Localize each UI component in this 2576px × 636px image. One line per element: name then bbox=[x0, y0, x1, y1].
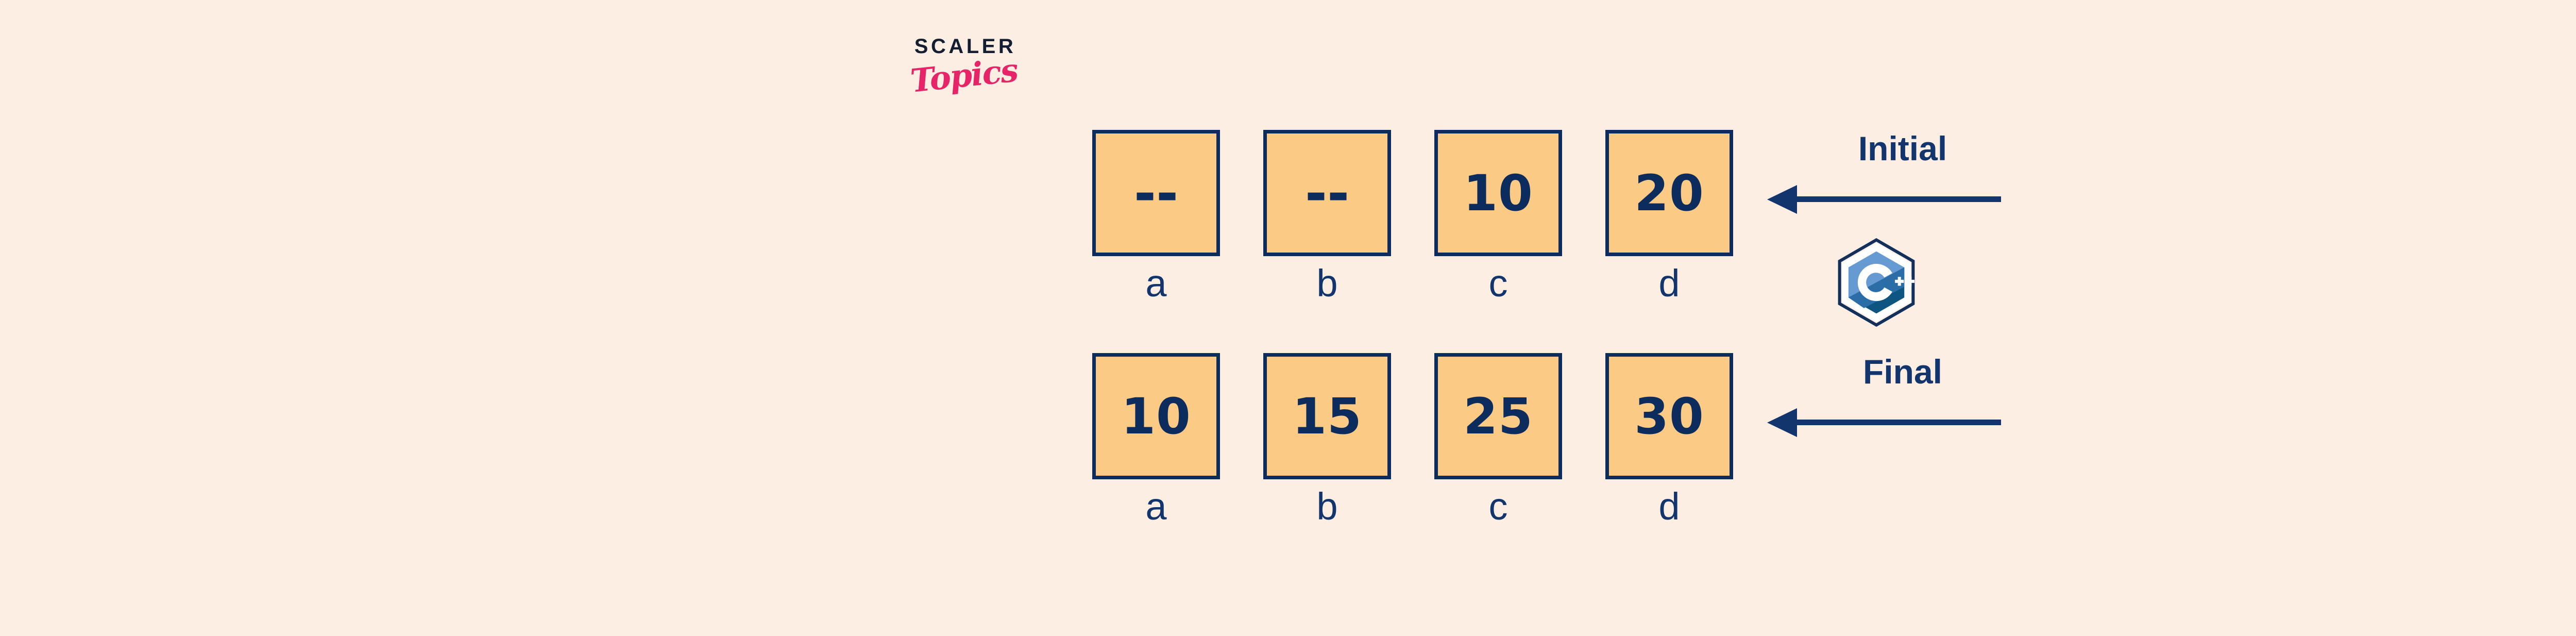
left-arrow-icon bbox=[1767, 185, 2001, 214]
variable-label-b-initial: b bbox=[1316, 262, 1338, 305]
variable-box-b-initial: -- bbox=[1263, 130, 1391, 256]
cpp-hexagon-icon bbox=[1838, 238, 1915, 327]
variable-label-c-final: c bbox=[1488, 485, 1508, 528]
variable-box-d-initial: 20 bbox=[1605, 130, 1733, 256]
annotation-label-final: Final bbox=[1862, 353, 1942, 391]
scaler-topics-logo: SCALER Topics bbox=[892, 36, 1036, 134]
variable-cell-c-final: 25 c bbox=[1434, 353, 1562, 526]
left-arrow-icon bbox=[1767, 408, 2001, 437]
variable-cell-b-initial: -- b bbox=[1263, 130, 1391, 303]
variable-label-c-initial: c bbox=[1488, 262, 1508, 305]
variable-label-a-final: a bbox=[1145, 485, 1167, 528]
variable-box-a-initial: -- bbox=[1092, 130, 1220, 256]
variable-label-d-initial: d bbox=[1658, 262, 1680, 305]
variable-cell-c-initial: 10 c bbox=[1434, 130, 1562, 303]
annotation-initial: Initial bbox=[1766, 129, 2003, 214]
brand-wordmark-topics: Topics bbox=[908, 51, 1020, 100]
variable-label-d-final: d bbox=[1658, 485, 1680, 528]
variable-box-a-final: 10 bbox=[1092, 353, 1220, 479]
annotation-label-initial: Initial bbox=[1858, 129, 1947, 168]
variable-label-b-final: b bbox=[1316, 485, 1338, 528]
variable-box-b-final: 15 bbox=[1263, 353, 1391, 479]
brand-wordmark-scaler: SCALER bbox=[914, 35, 1016, 58]
variable-label-a-initial: a bbox=[1145, 262, 1167, 305]
variable-box-c-initial: 10 bbox=[1434, 130, 1562, 256]
variable-row-final: 10 a 15 b 25 c 30 d bbox=[1092, 353, 1733, 526]
variable-cell-a-final: 10 a bbox=[1092, 353, 1220, 526]
variable-cell-d-final: 30 d bbox=[1605, 353, 1733, 526]
annotation-final: Final bbox=[1766, 353, 2003, 437]
variable-cell-a-initial: -- a bbox=[1092, 130, 1220, 303]
variable-cell-b-final: 15 b bbox=[1263, 353, 1391, 526]
variable-row-initial: -- a -- b 10 c 20 d bbox=[1092, 130, 1733, 303]
cpp-logo bbox=[1832, 238, 1921, 327]
variable-box-d-final: 30 bbox=[1605, 353, 1733, 479]
variable-box-c-final: 25 bbox=[1434, 353, 1562, 479]
variable-cell-d-initial: 20 d bbox=[1605, 130, 1733, 303]
